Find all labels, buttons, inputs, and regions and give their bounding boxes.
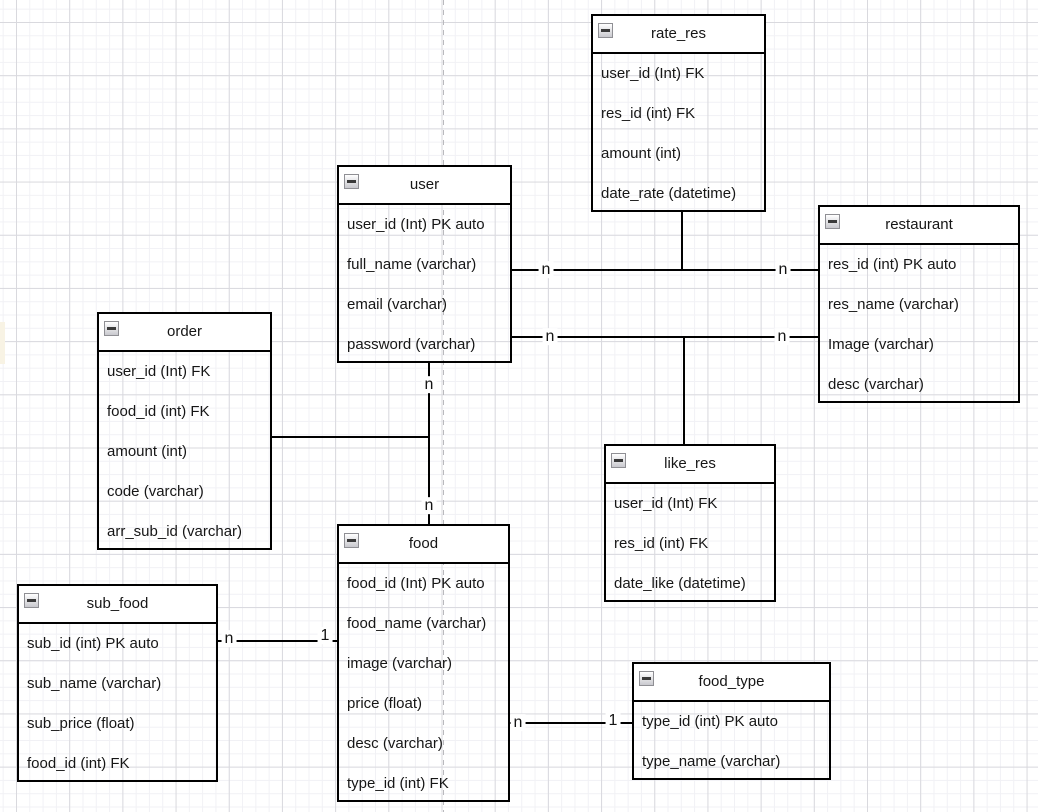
- entity-field[interactable]: desc (varchar): [347, 735, 443, 752]
- collapse-minus-icon[interactable]: [825, 214, 840, 229]
- connector-food-food_type[interactable]: [510, 722, 632, 724]
- entity-header[interactable]: user: [339, 167, 510, 205]
- entity-title: user: [409, 176, 440, 193]
- entity-title: restaurant: [885, 216, 953, 233]
- collapse-minus-icon[interactable]: [344, 533, 359, 548]
- cardinality-label[interactable]: n: [774, 328, 790, 346]
- entity-field[interactable]: full_name (varchar): [347, 256, 477, 273]
- entity-field[interactable]: email (varchar): [347, 296, 448, 313]
- entity-food_type[interactable]: food_type type_id (int) PK auto type_name …: [632, 662, 831, 780]
- entity-field[interactable]: res_name (varchar): [828, 296, 959, 313]
- entity-field[interactable]: sub_name (varchar): [27, 675, 162, 692]
- cardinality-label[interactable]: n: [221, 630, 237, 648]
- entity-header[interactable]: restaurant: [820, 207, 1018, 245]
- page-break-dashed-line: [443, 0, 444, 812]
- entity-field[interactable]: res_id (int) FK: [601, 105, 696, 122]
- entity-field[interactable]: user_id (Int) FK: [614, 495, 718, 512]
- entity-header[interactable]: sub_food: [19, 586, 216, 624]
- entity-order[interactable]: order user_id (Int) FK food_id (int) FK amo…: [97, 312, 272, 550]
- entity-title: food: [408, 535, 439, 552]
- entity-field[interactable]: food_id (int) FK: [27, 755, 130, 772]
- cardinality-label[interactable]: n: [421, 497, 437, 515]
- collapse-minus-icon[interactable]: [104, 321, 119, 336]
- entity-header[interactable]: like_res: [606, 446, 774, 484]
- left-edge-shape-sliver: [0, 322, 5, 364]
- entity-field[interactable]: user_id (Int) PK auto: [347, 216, 485, 233]
- entity-sub_food[interactable]: sub_food sub_id (int) PK auto sub_name (va…: [17, 584, 218, 782]
- entity-header[interactable]: food: [339, 526, 508, 564]
- entity-field[interactable]: arr_sub_id (varchar): [107, 523, 243, 540]
- cardinality-label[interactable]: 1: [317, 627, 333, 645]
- entity-header[interactable]: food_type: [634, 664, 829, 702]
- entity-field[interactable]: user_id (Int) FK: [107, 363, 211, 380]
- entity-field[interactable]: date_rate (datetime): [601, 185, 737, 202]
- connector-user-food[interactable]: [428, 363, 430, 524]
- entity-field[interactable]: food_id (int) FK: [107, 403, 210, 420]
- entity-title: rate_res: [650, 25, 707, 42]
- collapse-minus-icon[interactable]: [598, 23, 613, 38]
- entity-user[interactable]: user user_id (Int) PK auto full_name (varc…: [337, 165, 512, 363]
- entity-field[interactable]: food_name (varchar): [347, 615, 487, 632]
- entity-field[interactable]: res_id (int) FK: [614, 535, 709, 552]
- connector-user-restaurant-upper[interactable]: [512, 269, 818, 271]
- entity-field[interactable]: sub_id (int) PK auto: [27, 635, 159, 652]
- entity-field[interactable]: food_id (Int) PK auto: [347, 575, 485, 592]
- connector-rate_res-stem[interactable]: [681, 212, 683, 270]
- entity-field[interactable]: date_like (datetime): [614, 575, 746, 592]
- entity-title: food_type: [698, 673, 765, 690]
- entity-field[interactable]: Image (varchar): [828, 336, 934, 353]
- entity-title: order: [166, 323, 203, 340]
- entity-field[interactable]: desc (varchar): [828, 376, 924, 393]
- entity-like_res[interactable]: like_res user_id (Int) FK res_id (int) FK d…: [604, 444, 776, 602]
- cardinality-label[interactable]: n: [775, 261, 791, 279]
- entity-field[interactable]: image (varchar): [347, 655, 453, 672]
- collapse-minus-icon[interactable]: [639, 671, 654, 686]
- collapse-minus-icon[interactable]: [611, 453, 626, 468]
- collapse-minus-icon[interactable]: [24, 593, 39, 608]
- cardinality-label[interactable]: 1: [605, 712, 621, 730]
- entity-field[interactable]: type_name (varchar): [642, 753, 781, 770]
- cardinality-label[interactable]: n: [421, 376, 437, 394]
- entity-title: like_res: [664, 455, 716, 472]
- cardinality-label[interactable]: n: [510, 714, 526, 732]
- entity-field[interactable]: amount (int): [107, 443, 188, 460]
- collapse-minus-icon[interactable]: [344, 174, 359, 189]
- entity-field[interactable]: price (float): [347, 695, 423, 712]
- entity-field[interactable]: amount (int): [601, 145, 682, 162]
- entity-field[interactable]: type_id (int) FK: [347, 775, 449, 792]
- connector-user-restaurant-lower[interactable]: [512, 336, 818, 338]
- entity-food[interactable]: food food_id (Int) PK auto food_name (varc…: [337, 524, 510, 802]
- entity-header[interactable]: rate_res: [593, 16, 764, 54]
- cardinality-label[interactable]: n: [538, 261, 554, 279]
- entity-field[interactable]: res_id (int) PK auto: [828, 256, 957, 273]
- entity-field[interactable]: sub_price (float): [27, 715, 135, 732]
- entity-field[interactable]: password (varchar): [347, 336, 476, 353]
- entity-field[interactable]: user_id (Int) FK: [601, 65, 705, 82]
- connector-like_res-stem[interactable]: [683, 337, 685, 444]
- entity-header[interactable]: order: [99, 314, 270, 352]
- entity-field[interactable]: code (varchar): [107, 483, 204, 500]
- entity-rate_res[interactable]: rate_res user_id (Int) FK res_id (int) FK a…: [591, 14, 766, 212]
- entity-restaurant[interactable]: restaurant res_id (int) PK auto res_name (…: [818, 205, 1020, 403]
- entity-field[interactable]: type_id (int) PK auto: [642, 713, 778, 730]
- cardinality-label[interactable]: n: [542, 328, 558, 346]
- connector-order-branch[interactable]: [272, 436, 429, 438]
- entity-title: sub_food: [86, 595, 149, 612]
- connector-sub_food-food[interactable]: [218, 640, 337, 642]
